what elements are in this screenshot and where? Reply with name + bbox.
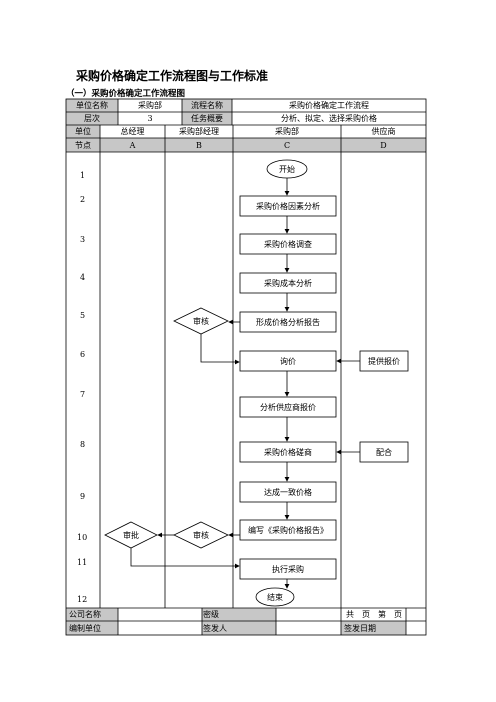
unit-column-label: 单位 bbox=[66, 125, 100, 138]
start-label: 开始 bbox=[279, 164, 295, 174]
row-number: 8 bbox=[80, 440, 85, 449]
process-box bbox=[239, 558, 337, 580]
step-label: 采购成本分析 bbox=[264, 278, 312, 288]
step-label: 采购价格磋商 bbox=[264, 447, 312, 457]
lane-name-c: 采购部 bbox=[275, 127, 299, 136]
secret-level-label: 密级 bbox=[202, 608, 276, 621]
step-label: 形成价格分析报告 bbox=[256, 317, 320, 327]
step-label: 编写《采购价格报告》 bbox=[248, 525, 328, 535]
supplier-label: 提供报价 bbox=[368, 356, 400, 366]
row-number: 9 bbox=[80, 492, 85, 501]
row-number: 6 bbox=[80, 350, 85, 359]
row-number: 12 bbox=[77, 595, 87, 604]
node-column-label: 节点 bbox=[66, 138, 100, 152]
lane-name-b: 采购部经理 bbox=[179, 127, 219, 136]
issuer-label: 签发人 bbox=[202, 621, 276, 635]
review-label: 审核 bbox=[193, 530, 209, 540]
row-number: 3 bbox=[80, 235, 85, 244]
lane-name-a: 总经理 bbox=[120, 127, 145, 136]
step-label: 询价 bbox=[280, 356, 296, 366]
step-label: 达成一致价格 bbox=[264, 487, 312, 497]
review-label: 审核 bbox=[193, 316, 209, 326]
issue-date-label: 签发日期 bbox=[341, 621, 406, 635]
row-number: 11 bbox=[77, 558, 87, 567]
compiler-label: 编制单位 bbox=[66, 621, 118, 635]
process-name-label: 流程名称 bbox=[182, 99, 232, 112]
lane-name-d: 供应商 bbox=[371, 127, 396, 136]
lane-code-a: A bbox=[100, 138, 165, 152]
row-number: 5 bbox=[80, 311, 85, 320]
step-label: 采购价格因素分析 bbox=[256, 201, 320, 211]
page-count-label: 共 页 第 页 bbox=[346, 610, 402, 619]
end-terminator bbox=[255, 587, 295, 607]
table-grid bbox=[65, 98, 427, 636]
process-box bbox=[239, 481, 337, 503]
unit-name-label: 单位名称 bbox=[66, 99, 118, 112]
process-box bbox=[239, 195, 337, 217]
task-summary-value: 分析、拟定、选择采购价格 bbox=[281, 114, 377, 123]
row-number: 1 bbox=[80, 171, 85, 180]
lane-code-b: B bbox=[165, 138, 233, 152]
level-value: 3 bbox=[147, 114, 153, 123]
decision-diamond bbox=[173, 521, 229, 549]
company-label: 公司名称 bbox=[66, 608, 118, 621]
process-name-value: 采购价格确定工作流程 bbox=[289, 101, 369, 110]
row-number: 7 bbox=[80, 390, 85, 399]
step-label: 采购价格调查 bbox=[264, 239, 312, 249]
process-box bbox=[239, 233, 337, 255]
end-label: 结束 bbox=[267, 592, 283, 602]
process-box bbox=[239, 396, 337, 418]
row-number: 2 bbox=[80, 195, 85, 204]
process-box bbox=[239, 350, 337, 372]
process-box bbox=[239, 441, 337, 463]
section-subtitle: （一）采购价格确定工作流程图 bbox=[66, 89, 186, 99]
row-number: 4 bbox=[80, 273, 85, 282]
lane-code-c: C bbox=[233, 138, 341, 152]
step-label: 分析供应商报价 bbox=[260, 402, 316, 412]
level-label: 层次 bbox=[66, 112, 118, 125]
approve-label: 审批 bbox=[123, 530, 139, 540]
document-title: 采购价格确定工作流程图与工作标准 bbox=[76, 69, 269, 83]
row-number: 10 bbox=[77, 533, 87, 542]
unit-name-value: 采购部 bbox=[138, 101, 162, 110]
supplier-label: 配合 bbox=[376, 447, 392, 457]
process-box bbox=[239, 519, 337, 541]
step-label: 执行采购 bbox=[272, 564, 304, 574]
lane-code-d: D bbox=[341, 138, 426, 152]
process-box bbox=[239, 272, 337, 294]
task-summary-label: 任务概要 bbox=[182, 112, 232, 125]
